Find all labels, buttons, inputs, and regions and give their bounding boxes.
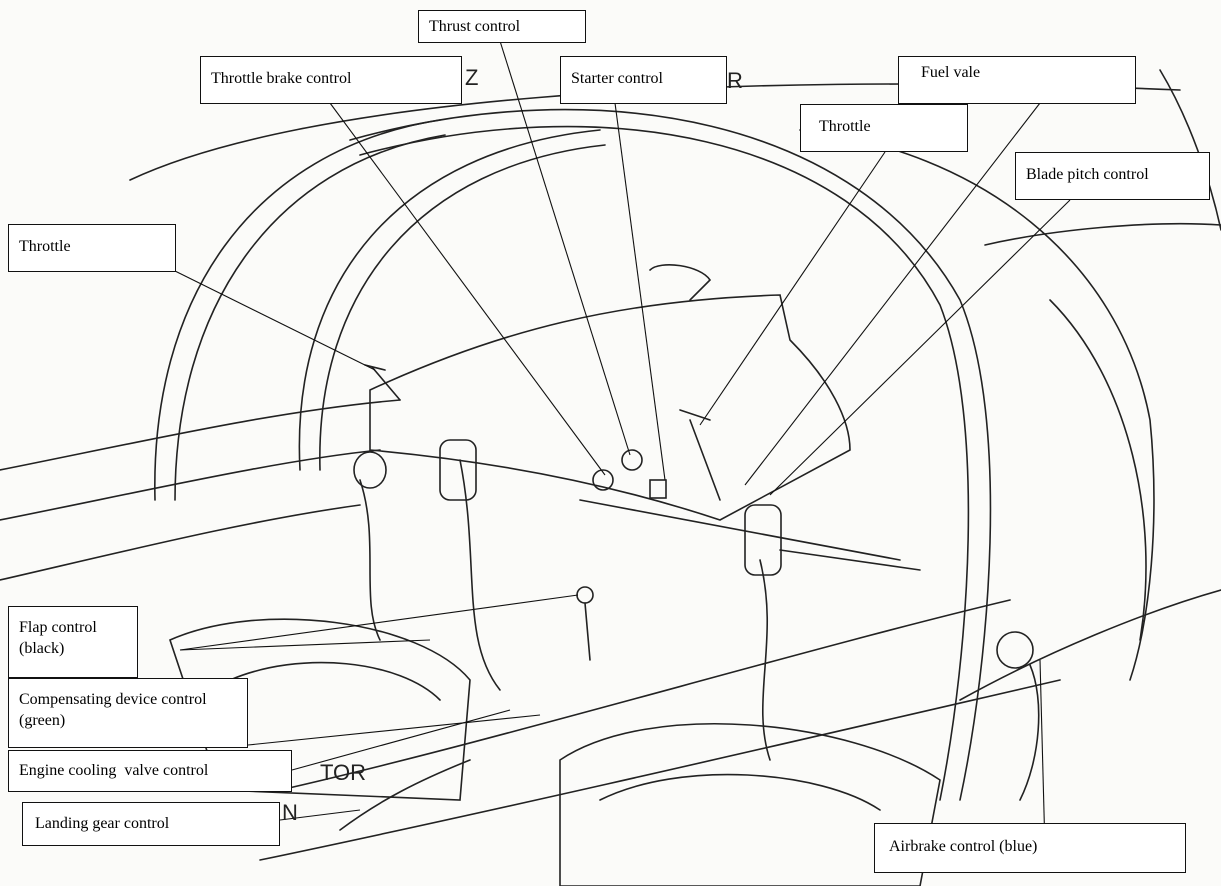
callout-throttle-brake-control: Throttle brake control [200, 56, 462, 104]
callout-thrust-control-text: Thrust control [429, 18, 521, 35]
canopy-frame-left-inner [174, 134, 446, 501]
canopy-right-rim [1049, 299, 1147, 641]
callout-throttle-right: Throttle [800, 104, 968, 152]
seat-right [559, 722, 941, 886]
panel-knob-1 [592, 469, 614, 491]
residual-text-r: R [727, 68, 743, 93]
callout-landing-gear-control: Landing gear control [22, 802, 280, 846]
leader-starter-control [614, 102, 666, 481]
right-sill [959, 589, 1221, 701]
callout-starter-control-text: Starter control [571, 70, 663, 87]
callout-airbrake-control: Airbrake control (blue) [874, 823, 1186, 873]
seat-right-tuck [599, 773, 881, 811]
callout-fuel-vale: Fuel vale [898, 56, 1136, 104]
flap-lever-knob [576, 586, 594, 604]
callout-compensating-device-control-text: Compensating device control (green) [19, 691, 207, 729]
callout-throttle-right-text: Throttle [819, 118, 871, 135]
left-sill-upper [0, 399, 401, 471]
canopy-frame-main-outer [349, 108, 992, 801]
callout-compensating-device-control: Compensating device control (green) [8, 678, 248, 748]
residual-text-z: Z [465, 65, 479, 90]
panel-head-bump [649, 264, 712, 301]
callout-engine-cooling-valve-control-text: Engine cooling valve control [19, 762, 209, 779]
instrument-panel [369, 294, 851, 521]
canopy-frame-main-inner [359, 125, 970, 801]
canopy-frame-mid-inner [319, 144, 606, 471]
grip-center-left [439, 439, 477, 501]
throttle-lever-left [364, 364, 401, 401]
airbrake-knob [996, 631, 1034, 669]
seat-left-tuck [229, 661, 441, 701]
callout-fuel-vale-text: Fuel vale [921, 64, 981, 81]
grip-right [744, 504, 782, 576]
leader-flap-control-1 [179, 594, 579, 651]
left-sill-bottom [0, 504, 361, 581]
leader-throttle-right [699, 151, 886, 426]
flap-lever [584, 602, 591, 661]
leader-airbrake [1039, 659, 1046, 851]
stick-center-left [459, 459, 501, 691]
leader-thrust-control [499, 40, 631, 456]
leader-engine-cooling [291, 709, 511, 771]
leader-fuel-vale [744, 102, 1041, 486]
center-shaft [579, 499, 901, 561]
leader-flap-control-2 [179, 639, 431, 651]
landing-gear-lever [339, 759, 471, 831]
leader-compensating-device [247, 714, 541, 746]
callout-throttle-left: Throttle [8, 224, 176, 272]
callout-airbrake-control-text: Airbrake control (blue) [889, 838, 1038, 855]
throttle-lever-right [679, 409, 721, 501]
right-shaft [779, 549, 921, 571]
callout-landing-gear-control-text: Landing gear control [35, 815, 170, 832]
callout-throttle-brake-control-text: Throttle brake control [211, 70, 352, 87]
callout-engine-cooling-valve-control: Engine cooling valve control [8, 750, 292, 792]
leader-throttle-brake-control [329, 102, 606, 476]
callout-thrust-control: Thrust control [418, 10, 586, 43]
seat-left [169, 618, 471, 801]
residual-text-tor: TOR [320, 760, 367, 785]
canopy-frame-mid-outer [298, 129, 601, 471]
leader-landing-gear [279, 809, 361, 821]
canopy-sweep-right [984, 222, 1221, 246]
left-sill-lower [0, 449, 381, 521]
panel-knob-2 [621, 449, 643, 471]
stick-right [759, 559, 771, 761]
residual-text-n: N [282, 800, 298, 825]
canopy-frame-left-outer [154, 119, 441, 501]
airbrake-cable [1019, 664, 1040, 801]
floor-line-2 [259, 679, 1061, 861]
leader-blade-pitch-control [769, 199, 1071, 496]
canopy-frame-right-outer [799, 129, 1155, 681]
stick-left-grip [353, 451, 387, 489]
callout-blade-pitch-control: Blade pitch control [1015, 152, 1210, 200]
leader-throttle-left [174, 270, 376, 371]
callout-flap-control-text: Flap control (black) [19, 619, 97, 657]
callout-starter-control: Starter control [560, 56, 727, 104]
callout-blade-pitch-control-text: Blade pitch control [1026, 166, 1149, 183]
panel-switch [649, 479, 667, 499]
floor-line [279, 599, 1011, 791]
canopy-right-edge [1159, 69, 1221, 231]
callout-throttle-left-text: Throttle [19, 238, 71, 255]
callout-flap-control: Flap control (black) [8, 606, 138, 678]
stick-left [359, 479, 381, 641]
